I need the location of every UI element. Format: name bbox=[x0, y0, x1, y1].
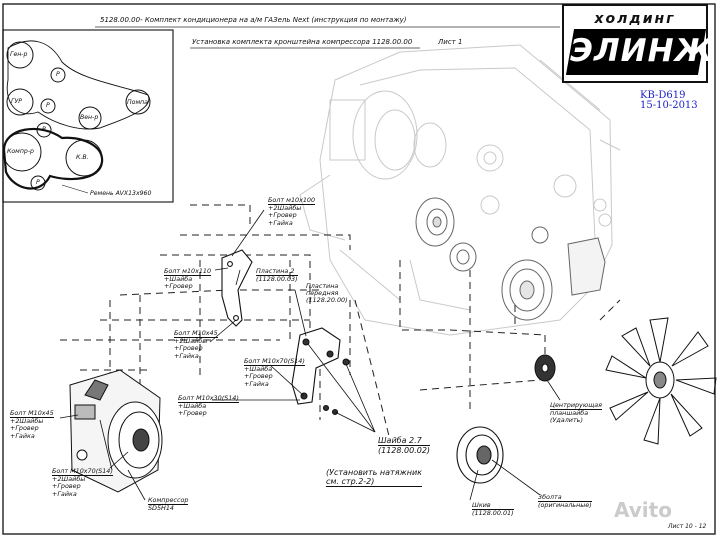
label-bolt-m10x70-s14-left: Болт М10x70(S14)+2Шайбы+Гровер+Гайка bbox=[52, 467, 113, 498]
label-bolt-m10x45-left: Болт М10x45+2Шайбы+Гровер+Гайка bbox=[10, 409, 54, 440]
watermark: Avito bbox=[614, 498, 672, 522]
document-title: 5128.00.00- Комплект кондиционера на а/м… bbox=[100, 16, 407, 24]
pulley-label-fan: Вен-р bbox=[80, 114, 99, 121]
label-pulley: Шкив(1128.00.01) bbox=[472, 501, 514, 518]
label-bolt-m10x110: Болт м10x110+Шайба+Гровер bbox=[164, 267, 212, 291]
bracket-front-plate bbox=[291, 327, 350, 416]
pulley-label-roller-4: Р bbox=[36, 179, 40, 186]
label-bolt-m10x30-s14: Болт М10x30(S14)+Шайба+Гровер bbox=[178, 394, 239, 418]
sheet-frame bbox=[2, 3, 716, 535]
label-bolt-m10x70-s14-top: Болт М10x70(S14)+Шайба+Гровер+Гайка bbox=[244, 357, 305, 388]
leader-lines bbox=[59, 209, 561, 501]
sheet-number: Лист 10 - 12 bbox=[668, 523, 707, 530]
pulley-label-roller-1: Р bbox=[56, 71, 60, 78]
compressor-sd5h14 bbox=[69, 369, 163, 493]
pulley-label-roller-3: Р bbox=[42, 126, 46, 133]
document-subtitle: Установка комплекта кронштейна компрессо… bbox=[192, 38, 413, 46]
label-three-bolts: 3болта(оригинальные) bbox=[538, 493, 592, 510]
pulley-label-compressor: Компр-р bbox=[7, 148, 34, 155]
pulley-label-power-steering: ГУР bbox=[11, 98, 22, 105]
label-bolt-m10x100: Болт м10x100+2Шайбы+Гровер+Гайка bbox=[268, 196, 316, 227]
pulley-label-generator: Ген-р bbox=[10, 51, 28, 58]
bracket-plate-2 bbox=[221, 249, 253, 327]
engine-pulleys bbox=[415, 197, 606, 321]
document-date: 15-10-2013 bbox=[640, 100, 698, 111]
logo-big-block: ЭЛИНЖ bbox=[565, 29, 714, 75]
engine-block bbox=[299, 44, 621, 336]
centering-plate bbox=[534, 354, 556, 382]
label-bolt-m10x45: Болт М10x45+2Шайбы+Гровер+Гайка bbox=[174, 329, 218, 360]
fan bbox=[605, 317, 717, 445]
pulley-1128 bbox=[456, 426, 504, 484]
label-washer: Шайба 2.7(1128.00.02) bbox=[378, 436, 431, 455]
pulley-label-roller-2: Р bbox=[46, 102, 50, 109]
belt-label: Ремень AVX13x960 bbox=[90, 190, 152, 197]
logo-small-text: холдинг bbox=[594, 11, 676, 27]
document-code: KB-D619 bbox=[640, 90, 686, 101]
sheet-label: Лист 1 bbox=[438, 38, 463, 46]
label-plate-2: Пластина 2(1128.00.03) bbox=[256, 267, 298, 284]
logo-big-text: ЭЛИНЖ bbox=[570, 33, 714, 69]
pulley-label-crankshaft: К.В. bbox=[76, 154, 89, 161]
holding-logo: холдинг ЭЛИНЖ bbox=[562, 4, 714, 83]
belt-diagram bbox=[2, 29, 174, 203]
pulley-label-pump: Помпа bbox=[127, 99, 148, 106]
